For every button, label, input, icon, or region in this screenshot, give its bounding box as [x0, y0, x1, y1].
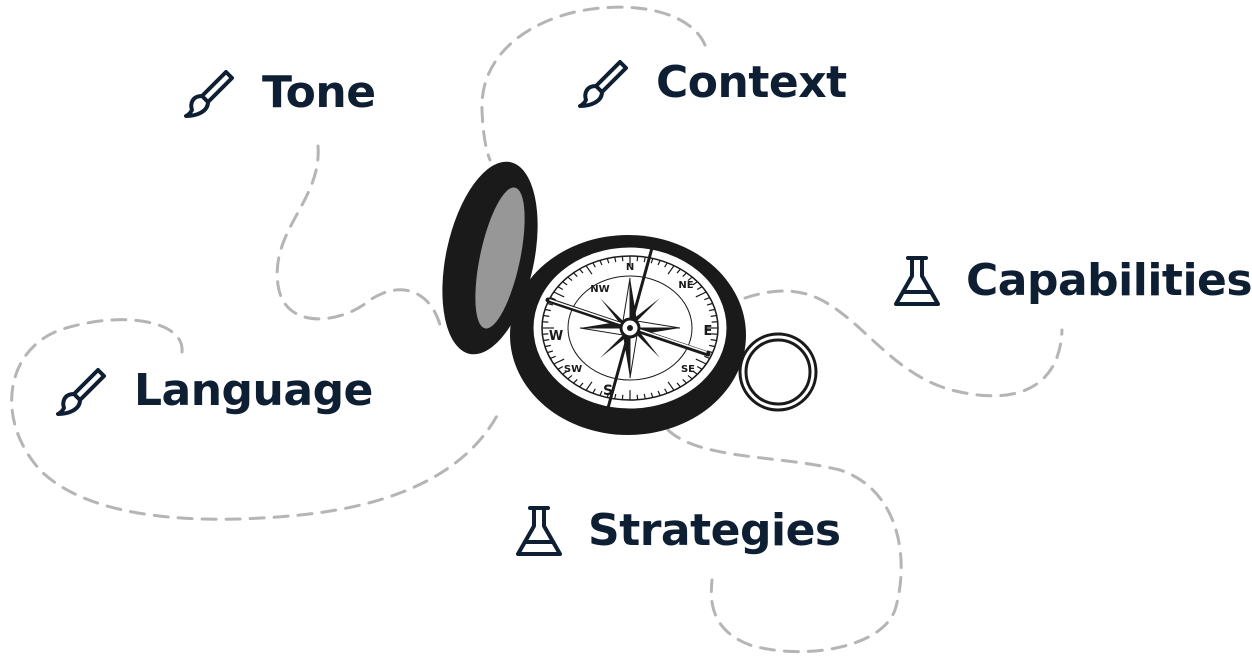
language-path [10, 318, 502, 521]
compass-tick [553, 291, 565, 298]
compass-tick [709, 308, 716, 312]
compass-tick [636, 394, 639, 400]
compass-tick [585, 381, 593, 391]
compass-tick [709, 344, 716, 348]
compass-tick [543, 339, 550, 342]
compass-lid [442, 161, 538, 355]
compass-tick [710, 314, 717, 317]
label-strategies: Strategies [512, 504, 841, 558]
compass-tick [643, 393, 646, 400]
label-context: Context [576, 56, 847, 110]
compass-tick [696, 286, 703, 291]
tone-path [275, 144, 442, 327]
compass-tick [636, 256, 639, 262]
compass-tick [553, 358, 565, 365]
compass-tick [667, 265, 675, 275]
label-strategies-text: Strategies [588, 505, 841, 556]
strategies-path [666, 428, 903, 654]
direction-nw: NW [590, 284, 609, 295]
label-tone-text: Tone [262, 67, 376, 118]
compass-tick [614, 256, 617, 263]
direction-w: W [549, 329, 563, 344]
compass-tick [692, 370, 698, 375]
label-language: Language [54, 364, 373, 418]
compass-tick [550, 355, 556, 359]
compass-tick [621, 256, 624, 262]
compass-tick [687, 374, 693, 380]
label-context-text: Context [656, 57, 847, 108]
compass-tick [643, 256, 646, 263]
compass-tick [706, 302, 713, 306]
label-tone: Tone [182, 66, 376, 120]
compass-tick [621, 394, 624, 400]
compass-tick [557, 286, 564, 291]
compass-tick [547, 350, 554, 354]
compass-tick [657, 260, 661, 266]
brush-icon [182, 66, 236, 120]
compass-tick [585, 265, 593, 275]
direction-s: S [603, 383, 613, 399]
compass-tick [695, 358, 707, 365]
compass-tick [657, 390, 661, 396]
compass-direction-labels: N NE E SE S SW W NW [549, 262, 713, 399]
compass-tick [544, 344, 551, 348]
compass-tick [579, 382, 584, 388]
compass-tick [682, 272, 687, 278]
direction-e: E [704, 324, 713, 339]
compass-tick [547, 302, 554, 306]
compass-tick [710, 339, 717, 342]
brush-icon [576, 56, 630, 110]
direction-sw: SW [564, 364, 582, 375]
compass-tick [650, 258, 654, 264]
compass-tick [676, 382, 681, 388]
compass-tick [692, 281, 698, 286]
direction-se: SE [681, 364, 695, 375]
compass-tick [687, 276, 693, 282]
compass-tick [667, 381, 675, 391]
compass-tick [544, 308, 551, 312]
compass-tick [682, 378, 687, 384]
compass-tick [599, 390, 603, 396]
compass-tick [599, 260, 603, 266]
compass-tick [704, 355, 710, 359]
compass-tick [573, 272, 578, 278]
flask-icon [512, 504, 566, 558]
capabilities-path [743, 289, 1064, 398]
label-capabilities: Capabilities [890, 254, 1252, 308]
compass-tick [664, 262, 668, 268]
flask-icon [890, 254, 944, 308]
compass-tick [562, 370, 568, 375]
compass-tick [706, 350, 713, 354]
direction-ne: NE [678, 280, 693, 291]
compass-tick [550, 297, 556, 301]
direction-n: N [626, 262, 634, 273]
compass-tick [543, 314, 550, 317]
compass-tick [579, 268, 584, 274]
compass-tick [567, 276, 573, 282]
label-capabilities-text: Capabilities [966, 255, 1252, 306]
compass-tick [606, 258, 610, 264]
compass-tick [664, 388, 668, 394]
compass-tick [650, 392, 654, 398]
brush-icon [54, 364, 108, 418]
pocket-compass-illustration: N NE E SE S SW W NW [442, 161, 818, 435]
compass-rose [545, 246, 711, 410]
compass-tick [695, 291, 707, 298]
label-language-text: Language [134, 365, 373, 416]
compass-tick [592, 262, 596, 268]
compass-tick [614, 393, 617, 400]
compass-tick [606, 392, 610, 398]
compass-ticks [542, 256, 718, 400]
compass-tick [567, 374, 573, 380]
compass-tick [676, 268, 681, 274]
compass-tick [704, 297, 710, 301]
compass-tick [557, 365, 564, 370]
compass-tick [592, 388, 596, 394]
compass-tick [562, 281, 568, 286]
compass-tick [573, 378, 578, 384]
compass-tick [696, 365, 703, 370]
context-path [480, 5, 707, 162]
